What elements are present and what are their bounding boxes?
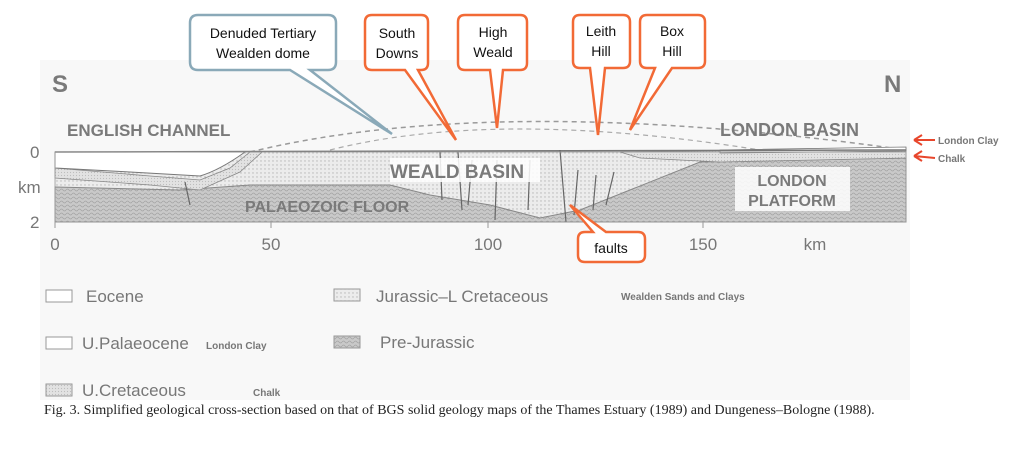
english-channel-label: ENGLISH CHANNEL (67, 121, 230, 140)
callout-faults: faults (569, 204, 647, 264)
callout-south-downs-line1: South (379, 25, 416, 41)
x-axis-ticks (54, 222, 704, 228)
legend-note-cretaceous: Chalk (253, 388, 281, 399)
legend-swatch-pre-jurassic (333, 335, 361, 349)
weald-basin-label: WEALD BASIN (390, 162, 524, 183)
london-clay-side-label: London Clay (938, 136, 999, 147)
callout-denuded-line2: Wealden dome (216, 45, 310, 61)
callout-box-hill-line1: Box (660, 23, 684, 39)
chalk-arrow-icon (913, 150, 936, 162)
denuded-dome-inner (329, 128, 761, 151)
x-tick-0: 0 (50, 235, 59, 254)
north-label: N (884, 71, 901, 98)
figure-caption: Fig. 3. Simplified geological cross-sect… (44, 403, 875, 418)
y-tick-0: 0 (30, 143, 39, 162)
legend-label-cretaceous: U.Cretaceous (82, 381, 186, 400)
callout-high-weald-line2: Weald (473, 44, 512, 60)
legend-label-pre-jurassic: Pre-Jurassic (380, 333, 475, 352)
legend-label-eocene: Eocene (86, 287, 144, 306)
x-axis-unit: km (804, 235, 827, 254)
legend-swatch-palaeocene (45, 336, 73, 350)
legend-swatch-cretaceous (45, 383, 73, 397)
legend-note-jurassic: Wealden Sands and Clays (621, 292, 745, 303)
south-label: S (52, 71, 68, 98)
x-tick-100: 100 (474, 235, 502, 254)
london-platform-bg (735, 167, 850, 211)
palaeozoic-floor-label: PALAEOZOIC FLOOR (245, 199, 410, 216)
legend-label-jurassic: Jurassic–L Cretaceous (376, 287, 548, 306)
weald-label-bg (390, 158, 540, 182)
london-platform-label-2: PLATFORM (748, 193, 836, 210)
callout-leith-hill-line2: Hill (591, 43, 610, 59)
legend-swatch-eocene (45, 289, 73, 303)
x-tick-50: 50 (262, 235, 281, 254)
callout-south-downs: South Downs (363, 13, 458, 141)
english-channel-water (54, 151, 247, 177)
y-tick-km: km (18, 178, 41, 197)
callout-high-weald-line1: High (479, 24, 508, 40)
callout-south-downs-line2: Downs (376, 45, 419, 61)
x-tick-150: 150 (689, 235, 717, 254)
london-basin-label: LONDON BASIN (720, 120, 859, 140)
callout-leith-hill-line1: Leith (586, 23, 616, 39)
denuded-dome-outline (249, 120, 907, 153)
callout-leith-hill: Leith Hill (571, 13, 632, 136)
figure-background (40, 60, 910, 400)
callout-box-hill: Box Hill (628, 13, 707, 131)
y-tick-2: 2 (30, 213, 39, 232)
callout-denuded-dome: Denuded Tertiary Wealden dome (188, 13, 393, 136)
section-frame (54, 151, 907, 223)
legend-label-palaeocene: U.Palaeocene (82, 334, 189, 353)
legend: Eocene U.Palaeocene London Clay U.Cretac… (45, 287, 745, 400)
callout-high-weald: High Weald (456, 13, 529, 129)
chalk-side-label: Chalk (938, 154, 966, 165)
callout-faults-label: faults (594, 240, 627, 256)
callout-box-hill-line2: Hill (662, 43, 681, 59)
legend-swatch-jurassic (333, 288, 361, 302)
london-clay-arrow-icon (913, 134, 935, 146)
callout-denuded-line1: Denuded Tertiary (210, 25, 316, 41)
legend-note-palaeocene: London Clay (206, 341, 267, 352)
london-platform-label-1: LONDON (757, 173, 826, 190)
